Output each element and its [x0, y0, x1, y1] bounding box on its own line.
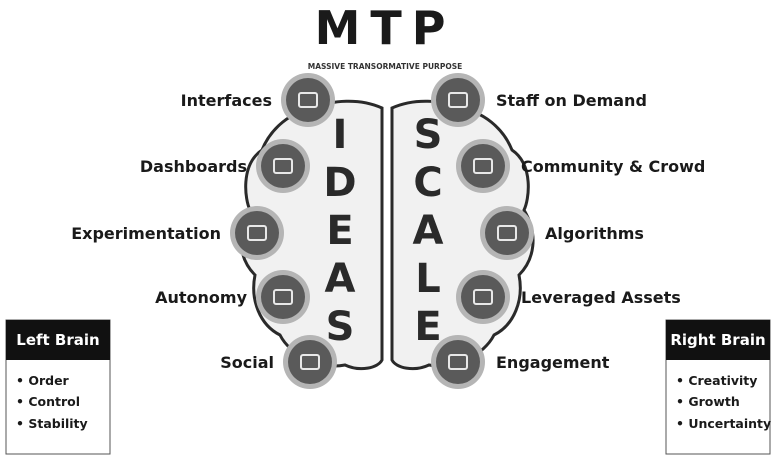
left-word-letter: S: [326, 304, 355, 350]
left-item: Dashboards: [140, 139, 310, 193]
left-bullet: • Control: [16, 394, 80, 409]
flask-icon: [230, 206, 284, 260]
right-item-label: Algorithms: [545, 224, 644, 243]
left-bullet: • Order: [16, 373, 70, 388]
subtitle: MASSIVE TRANSORMATIVE PURPOSE: [308, 62, 462, 71]
right-bullet: • Creativity: [676, 373, 757, 388]
title: MTP: [315, 1, 456, 55]
left-word-letter: A: [325, 256, 356, 302]
community-circle-icon: [456, 139, 510, 193]
left-item-label: Dashboards: [140, 157, 247, 176]
left-word-letter: D: [323, 160, 356, 206]
right-item: Engagement: [431, 335, 610, 389]
right-item: Algorithms: [480, 206, 644, 260]
right-brain-box: Right Brain • Creativity • Growth • Unce…: [665, 319, 771, 455]
left-item: Autonomy: [155, 270, 310, 324]
right-word-letter: S: [414, 112, 443, 158]
right-item: Community & Crowd: [456, 139, 705, 193]
dashboard-gauge-icon: [256, 139, 310, 193]
handshake-icon: [431, 335, 485, 389]
right-item-label: Leveraged Assets: [521, 288, 681, 307]
right-item: Staff on Demand: [431, 73, 647, 127]
right-word-letter: C: [413, 160, 442, 206]
code-brackets-icon: [480, 206, 534, 260]
right-item-label: Staff on Demand: [496, 91, 647, 110]
right-word-letter: E: [414, 304, 441, 350]
right-item-label: Community & Crowd: [521, 157, 705, 176]
left-item-label: Experimentation: [71, 224, 221, 243]
rental-building-icon: [456, 270, 510, 324]
left-word-letter: E: [326, 208, 353, 254]
left-bullet: • Stability: [16, 416, 88, 431]
left-item-label: Interfaces: [181, 91, 272, 110]
right-brain-title: Right Brain: [670, 331, 765, 349]
left-word-letter: I: [333, 112, 348, 158]
left-item-label: Social: [220, 353, 274, 372]
fist-icon: [256, 270, 310, 324]
left-item: Experimentation: [71, 206, 284, 260]
right-bullet: • Growth: [676, 394, 740, 409]
left-item: Interfaces: [181, 73, 335, 127]
right-word-letter: L: [415, 256, 441, 302]
people-group-icon: [431, 73, 485, 127]
flowchart-icon: [281, 73, 335, 127]
right-bullet: • Uncertainty: [676, 416, 771, 431]
right-item-label: Engagement: [496, 353, 610, 372]
right-item: Leveraged Assets: [456, 270, 681, 324]
left-item-label: Autonomy: [155, 288, 247, 307]
left-item: Social: [220, 335, 337, 389]
chat-bubbles-icon: [283, 335, 337, 389]
right-word-letter: A: [413, 208, 444, 254]
left-brain-title: Left Brain: [16, 331, 99, 349]
left-brain-box: Left Brain • Order • Control • Stability: [5, 319, 111, 455]
